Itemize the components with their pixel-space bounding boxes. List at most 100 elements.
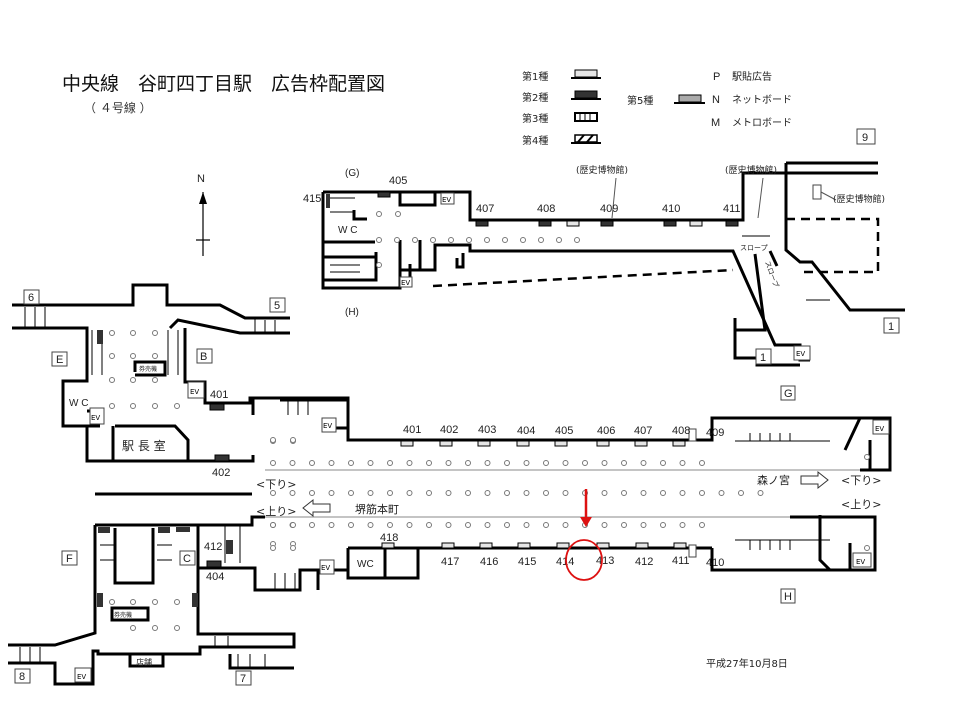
wc-label: W C [338,225,357,236]
column-marker [523,490,530,496]
column-marker [640,490,647,496]
column-marker [130,377,136,383]
column-marker [109,330,115,336]
station-office-label: 駅 長 室 [122,438,166,453]
column-marker [270,522,276,528]
museum-label: (歴史博物館) [725,164,777,176]
ad-frame [479,542,493,549]
column-marker [109,377,115,383]
column-marker [601,490,608,496]
column-marker [466,237,472,243]
column-marker [270,490,276,496]
ad-frame [381,542,395,549]
column-marker [152,625,158,631]
legend-type-4: 第4種 [522,134,548,147]
ad-frame [477,440,491,447]
column-marker [504,460,510,466]
ad-label: 403 [478,424,496,436]
compass-label: N [197,173,205,185]
column-marker [640,460,647,466]
area-label-e: E [56,354,63,366]
legend-code-n: N [712,94,720,106]
column-marker [484,460,491,466]
column-marker [270,460,276,466]
column-marker [465,490,471,496]
column-marker [543,460,549,466]
exit-label: 6 [28,292,34,304]
column-marker [538,237,544,243]
type-4-icon [571,134,601,144]
legend-type-3: 第3種 [522,112,548,125]
column-marker [367,460,374,466]
ev-label: EV [77,673,86,681]
column-marker [679,460,686,466]
exit-label: 1 [888,321,894,333]
ticket-machine-label: 券売機 [114,611,132,619]
museum-label: (歴史博物館) [833,193,885,205]
area-label-b: B [200,351,207,363]
ev-label: EV [796,350,805,358]
exit-1-badge [883,317,900,334]
column-marker [582,460,588,466]
column-marker [520,237,526,243]
column-marker [130,353,136,359]
wc-label: WC [357,559,374,570]
ad-frame [634,440,648,447]
down-direction: <下り> [841,474,881,487]
type-3-icon [574,112,598,122]
column-marker [348,522,354,528]
column-marker [348,460,354,466]
column-marker [394,237,400,243]
column-marker [660,460,666,466]
slope-label: スロープ [740,244,768,252]
column-marker [109,353,115,359]
column-marker [376,211,382,217]
ad-label: 411 [672,555,690,567]
ad-frame [554,440,568,447]
up-direction: <上り> [841,498,881,511]
page-title: 中央線 谷町四丁目駅 広告枠配置図 [62,73,385,95]
column-marker [484,490,491,496]
type-2-icon [574,90,598,99]
column-marker [504,522,510,528]
ad-label: 412 [204,541,222,553]
column-marker [426,522,432,528]
column-marker [448,237,454,243]
exit-9-badge [856,128,876,145]
ev-label: EV [875,425,884,433]
column-marker [406,460,413,466]
column-marker [130,599,136,605]
column-marker [328,522,335,528]
column-marker [543,490,549,496]
ad-label: 402 [440,424,458,436]
ad-label: 402 [212,467,230,479]
ad-label: 409 [706,427,724,439]
column-marker [699,522,705,528]
ad-label: 407 [476,203,494,215]
column-marker [395,211,401,217]
ad-label: 407 [634,425,652,437]
column-marker [270,545,276,551]
line-subtitle: （ ４号線 ） [84,100,152,115]
column-marker [543,522,549,528]
up-direction: <上り> [256,505,296,518]
ad-label: 401 [403,424,421,436]
column-marker [426,490,432,496]
ad-label: 415 [518,556,536,568]
ad-label: 413 [596,555,614,567]
ad-label: 405 [389,175,407,187]
column-marker [387,490,393,496]
column-marker [484,237,490,243]
ev-label: EV [190,388,199,396]
column-marker [621,490,627,496]
ev-label: EV [323,422,332,430]
column-marker [738,490,744,496]
ad-label: 410 [706,557,724,569]
legend-code-n-label: ネットボード [732,94,792,106]
column-marker [309,460,315,466]
column-marker [290,545,296,551]
ad-label: 418 [380,532,398,544]
column-marker [406,490,413,496]
ev-label: EV [91,414,100,422]
